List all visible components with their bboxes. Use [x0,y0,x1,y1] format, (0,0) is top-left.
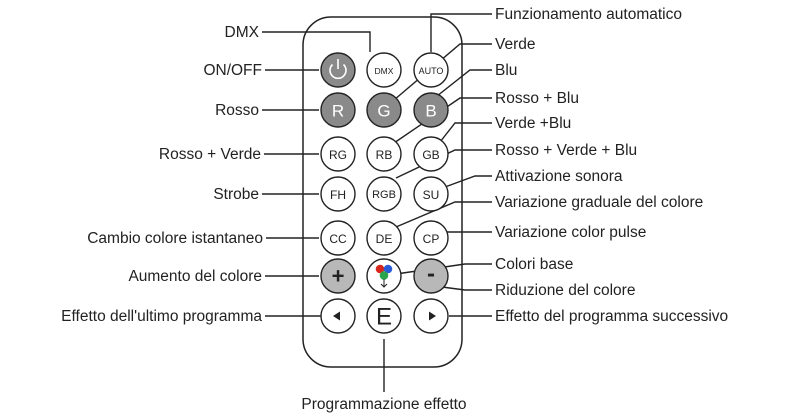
r-button[interactable] [320,92,356,128]
de-button-label: DE [376,232,393,246]
label-aumento-colore: Aumento del colore [128,268,262,285]
leader-riduzione [441,286,492,291]
triangle-left-icon [333,311,340,321]
cc-button-label: CC [329,232,347,246]
g-button[interactable] [366,92,402,128]
e-button-label: E [376,304,392,331]
leader-su [444,175,492,188]
rg-button[interactable] [320,136,356,172]
leader-blu [431,69,492,101]
plus-button-label: + [332,264,345,289]
label-blu: Blu [495,62,517,79]
g-button-label: G [377,102,390,121]
label-rosso-verde-blu: Rosso + Verde + Blu [495,142,637,159]
leader-auto [430,13,492,52]
b-button-label: B [425,102,436,121]
label-verde-blu: Verde +Blu [495,115,571,132]
right-labels: Funzionamento automatico Verde Blu Rosso… [495,6,728,325]
label-colori-base: Colori base [495,256,573,273]
leader-dmx [262,31,371,52]
auto-button[interactable] [413,52,449,88]
dmx-button-label: DMX [375,66,394,76]
rgb-button[interactable] [366,176,402,212]
label-on-off: ON/OFF [203,62,262,79]
right-leader-lines [393,13,492,317]
su-button-label: SU [423,188,440,202]
fh-button[interactable] [320,176,356,212]
minus-button-label: - [427,261,435,288]
cp-button[interactable] [413,220,449,256]
left-labels: DMX ON/OFF Rosso Rosso + Verde Strobe Ca… [61,24,466,413]
rb-button[interactable] [366,136,402,172]
rb-button-label: RB [376,148,393,162]
de-button[interactable] [366,220,402,256]
label-verde: Verde [495,36,536,53]
power-icon [329,59,347,80]
fh-button-label: FH [330,188,346,202]
b-button[interactable] [413,92,449,128]
gb-button[interactable] [413,136,449,172]
leader-verde-blu [439,122,492,143]
rg-button-label: RG [329,148,347,162]
leader-verde [393,43,492,101]
rgb-dots-icon [375,264,393,288]
leader-rosso-blu [393,97,492,144]
cc-button[interactable] [320,220,356,256]
label-funzionamento-auto: Funzionamento automatico [495,6,682,23]
gb-button-label: GB [422,148,439,162]
label-riduzione-colore: Riduzione del colore [495,282,635,299]
left-leader-lines [262,31,385,392]
r-button-label: R [332,102,344,121]
cp-button-label: CP [423,232,440,246]
label-programmazione-effetto: Programmazione effetto [301,396,466,413]
plus-button[interactable] [320,258,356,294]
label-attivazione-sonora: Attivazione sonora [495,168,623,185]
triangle-right-icon [429,311,436,321]
minus-button[interactable] [413,258,449,294]
label-rosso-blu: Rosso + Blu [495,90,579,107]
label-dmx: DMX [225,24,260,41]
label-effetto-ultimo: Effetto dell'ultimo programma [61,308,262,325]
label-rosso: Rosso [215,102,259,119]
label-strobe: Strobe [213,186,259,203]
label-rosso-verde: Rosso + Verde [159,146,261,163]
e-button[interactable] [366,298,402,334]
label-effetto-successivo: Effetto del programma successivo [495,308,728,325]
leader-de [395,201,492,228]
label-variazione-graduale: Variazione graduale del colore [495,194,703,211]
label-cambio-colore: Cambio colore istantaneo [87,230,263,247]
power-button[interactable] [320,52,356,88]
dmx-button[interactable] [366,52,402,88]
rgb-button-label: RGB [372,189,396,201]
leader-rgb [395,149,492,179]
label-variazione-pulse: Variazione color pulse [495,224,646,241]
su-button[interactable] [413,176,449,212]
auto-button-label: AUTO [419,66,444,76]
